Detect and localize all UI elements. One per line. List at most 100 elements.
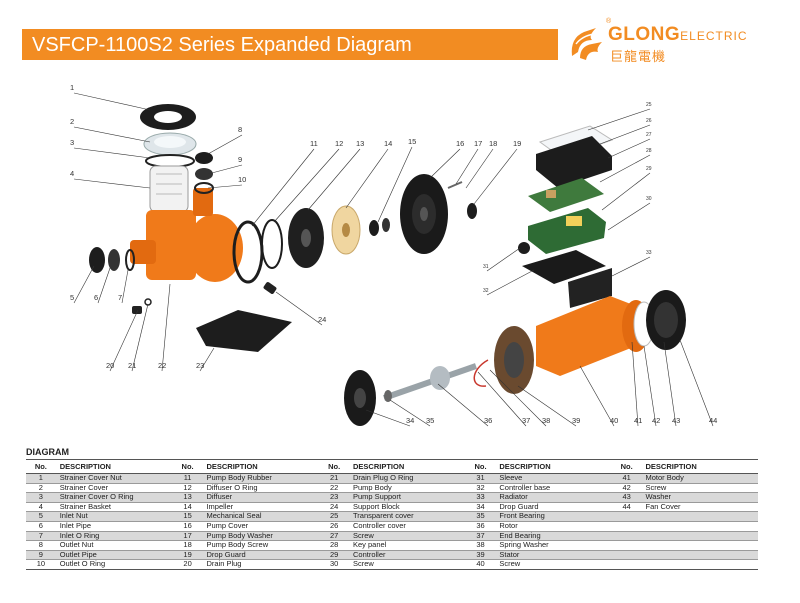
- part-description-cell: Diffuser O Ring: [202, 483, 320, 494]
- pump-body-screw-part: [447, 181, 463, 189]
- part-description-cell: Drop Guard: [495, 502, 612, 513]
- part-description-cell: Controller base: [495, 483, 612, 494]
- diffuser-o-ring-part: [261, 219, 283, 269]
- column-header-no: No.: [319, 459, 349, 474]
- callout-leader-line: [365, 409, 411, 427]
- part-number-cell: 31: [465, 473, 496, 484]
- strainer-o-ring-part: [145, 154, 195, 168]
- part-description-cell: Key panel: [348, 541, 466, 551]
- brand-chinese-name: 巨龍電機: [610, 49, 667, 64]
- glong-logo-icon: [571, 28, 602, 60]
- callout-leader-line: [579, 365, 615, 427]
- pump-cover-part: [400, 174, 448, 254]
- callout-number: 13: [356, 139, 364, 148]
- callout-number: 39: [572, 416, 580, 425]
- callout-leader-line: [251, 148, 315, 227]
- callout-number: 21: [128, 361, 136, 370]
- callout-number: 31: [483, 264, 489, 270]
- part-number-cell: 17: [172, 531, 203, 542]
- part-number-cell: 12: [172, 483, 203, 494]
- part-number-cell: [611, 559, 642, 570]
- callout-number: 10: [238, 175, 246, 184]
- column-header-description: DESCRIPTION: [641, 459, 758, 474]
- callout-number: 19: [513, 139, 521, 148]
- part-number-cell: 37: [465, 531, 496, 542]
- callout-number: 23: [196, 361, 204, 370]
- part-number-cell: 38: [465, 541, 496, 551]
- callout-number: 41: [634, 416, 642, 425]
- callout-leader-line: [97, 267, 111, 304]
- callout-number: 7: [118, 293, 122, 302]
- part-description-cell: Inlet O Ring: [55, 531, 173, 542]
- callout-leader-line: [607, 202, 651, 231]
- part-number-cell: 22: [319, 483, 349, 494]
- part-description-cell: Impeller: [202, 502, 320, 513]
- callout-number: 8: [238, 125, 242, 134]
- part-number-cell: 3: [26, 493, 56, 503]
- callout-number: 2: [70, 117, 74, 126]
- motor-body-part: [536, 296, 650, 376]
- callout-leader-line: [207, 184, 243, 189]
- callout-leader-line: [345, 148, 389, 209]
- part-description-cell: Strainer Cover Nut: [55, 473, 173, 484]
- callout-number: 3: [70, 138, 74, 147]
- part-number-cell: 15: [172, 512, 203, 522]
- callout-number: 44: [709, 416, 717, 425]
- callout-leader-line: [207, 134, 243, 155]
- callout-number: 24: [318, 315, 326, 324]
- part-number-cell: 34: [465, 502, 496, 513]
- callout-leader-line: [607, 138, 651, 159]
- part-number-cell: 28: [319, 541, 349, 551]
- part-description-cell: Screw: [348, 560, 466, 570]
- callout-leader-line: [486, 247, 521, 272]
- callout-leader-line: [631, 341, 639, 427]
- part-description-cell: Motor Body: [641, 473, 758, 484]
- part-number-cell: 5: [26, 512, 56, 522]
- leader-lines: [73, 92, 714, 427]
- pump-body-part: [130, 188, 243, 282]
- part-number-cell: 11: [172, 473, 203, 484]
- callout-number: 17: [474, 139, 482, 148]
- part-description-cell: Stator: [495, 550, 612, 561]
- part-description-cell: [641, 559, 758, 570]
- part-number-cell: 10: [26, 560, 56, 570]
- part-number-cell: 1: [26, 473, 56, 484]
- part-number-cell: 24: [319, 502, 349, 513]
- parts-table-header: No. DESCRIPTION No. DESCRIPTION No. DESC…: [26, 459, 758, 474]
- part-description-cell: Pump Body Rubber: [202, 473, 320, 484]
- part-number-cell: 30: [319, 560, 349, 570]
- part-number-cell: 21: [319, 473, 349, 484]
- callout-leader-line: [73, 92, 151, 111]
- part-number-cell: 8: [26, 541, 56, 551]
- part-description-cell: Outlet O Ring: [55, 560, 173, 570]
- part-number-cell: 4: [26, 502, 56, 513]
- callout-number: 1: [70, 83, 74, 92]
- part-description-cell: Front Bearing: [495, 512, 612, 522]
- title-banner: VSFCP-1100S2 Series Expanded Diagram: [22, 29, 558, 60]
- part-description-cell: Drop Guard: [202, 550, 320, 561]
- part-number-cell: 9: [26, 550, 56, 561]
- diffuser-part: [288, 208, 324, 268]
- part-number-cell: 35: [465, 512, 496, 522]
- callout-number: 27: [646, 132, 652, 138]
- part-description-cell: Spring Washer: [495, 541, 612, 551]
- callout-leader-line: [109, 309, 139, 372]
- diagram-section-label: DIAGRAM: [26, 447, 69, 457]
- callout-number: 5: [70, 293, 74, 302]
- part-number-cell: 41: [611, 473, 642, 484]
- callout-number: 18: [489, 139, 497, 148]
- column-header-no: No.: [172, 459, 203, 474]
- column-header-no: No.: [26, 459, 56, 474]
- part-number-cell: [611, 531, 642, 542]
- part-number-cell: 40: [465, 560, 496, 570]
- part-number-cell: 27: [319, 531, 349, 542]
- part-number-cell: [611, 521, 642, 532]
- part-description-cell: Mechanical Seal: [202, 512, 320, 522]
